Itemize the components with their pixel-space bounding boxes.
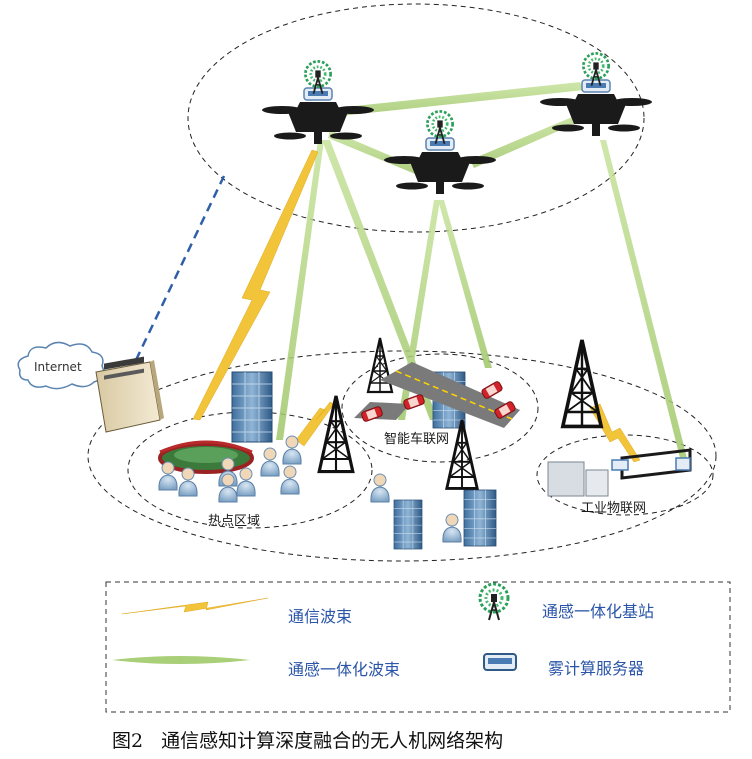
- legend-base-station-icon: [478, 582, 510, 622]
- legend-fog-server-icon: [483, 653, 517, 671]
- internet-dashed-link: [134, 175, 226, 361]
- building: [231, 371, 273, 443]
- cell-tower: [317, 394, 355, 474]
- cell-tower: [445, 418, 479, 490]
- building: [463, 489, 497, 547]
- cell-tower: [366, 336, 394, 394]
- legend-base-station-label: 通感一体化基站: [542, 602, 655, 621]
- stadium: [158, 440, 254, 474]
- isac-beam: [322, 140, 438, 420]
- top-uav-ellipse: [187, 3, 645, 233]
- figure-caption: 图2 通信感知计算深度融合的无人机网络架构: [112, 726, 521, 753]
- legend-isac-beam-swatch: [112, 656, 250, 664]
- legend-isac-beam-label: 通感一体化波束: [288, 660, 401, 679]
- legend-comm-beam-swatch: [121, 597, 269, 615]
- isac-beam: [328, 130, 424, 176]
- legend-fog-server-label: 雾计算服务器: [548, 659, 645, 678]
- ground-ellipse: [87, 350, 717, 562]
- comm-beam: [295, 401, 335, 447]
- isac-beam: [438, 200, 492, 368]
- comm-beams: [192, 149, 641, 463]
- car: [480, 380, 504, 400]
- hotspot-region-ellipse: [127, 411, 373, 529]
- figure-title: 通信感知计算深度融合的无人机网络架构: [161, 730, 504, 752]
- vehicle-network-ellipse: [341, 353, 539, 463]
- isac-beam: [276, 140, 324, 440]
- industrial-iot-ellipse: [536, 434, 714, 516]
- uav-middle: [383, 110, 497, 195]
- fog-server-tower: [95, 356, 164, 433]
- hotspot-region-label: 热点区域: [208, 514, 261, 529]
- internet-label: Internet: [34, 360, 82, 374]
- legend-comm-beam-label: 通信波束: [288, 607, 353, 626]
- internet-cloud: [17, 341, 105, 390]
- legend-box: [105, 581, 731, 713]
- building: [393, 499, 423, 550]
- isac-beam: [600, 140, 688, 462]
- figure-number: 图2: [112, 730, 144, 752]
- uav-left: [261, 60, 375, 145]
- comm-beam: [589, 403, 641, 463]
- vehicle-network-label: 智能车联网: [384, 432, 450, 447]
- isac-beams: [276, 82, 688, 462]
- industrial-equipment: [547, 448, 692, 497]
- isac-beam: [336, 82, 584, 116]
- comm-beam: [192, 149, 319, 421]
- industrial-iot-label: 工业物联网: [581, 501, 647, 516]
